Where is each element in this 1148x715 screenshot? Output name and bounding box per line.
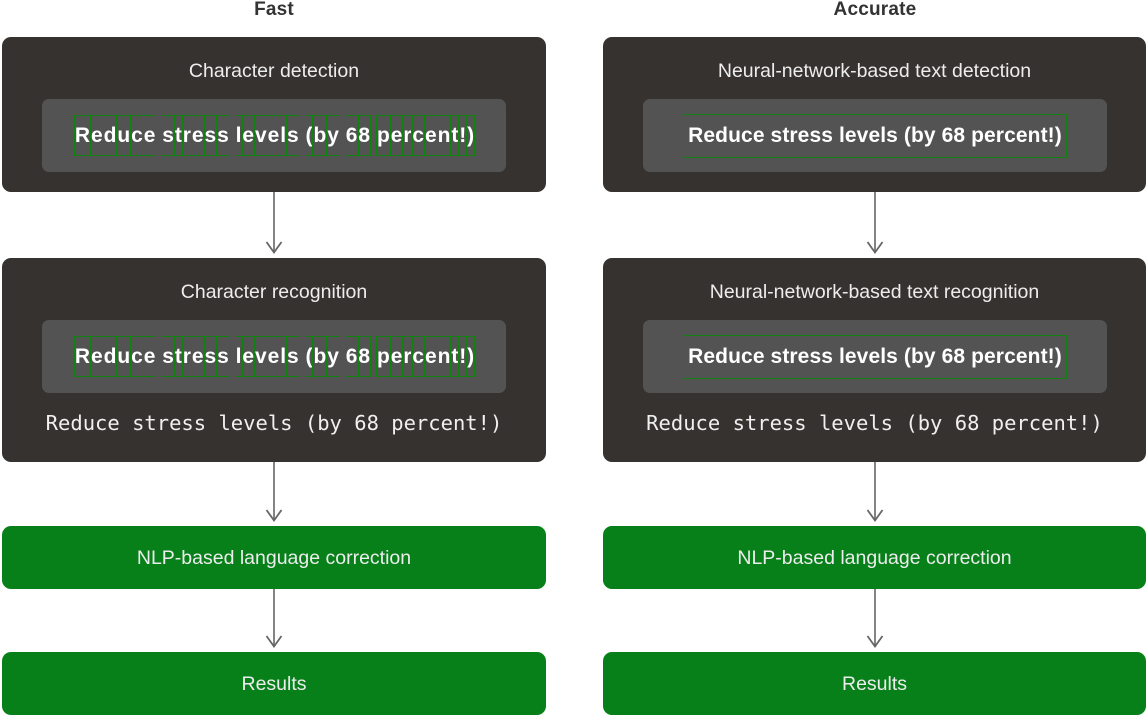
detection-box-char: n [436, 336, 452, 377]
detection-box-char: s [216, 336, 230, 377]
stage-label: NLP-based language correction [136, 546, 412, 569]
detection-box-char: e [142, 115, 157, 156]
stage-text-detection[interactable]: Neural-network-based text detection Redu… [603, 37, 1146, 192]
stage-label: Results [841, 672, 908, 695]
detection-box-char: 8 [357, 336, 372, 377]
detection-box-char: ) [466, 336, 476, 377]
detection-box-char: n [436, 115, 452, 156]
arrow-nlp-to-results [263, 589, 285, 652]
detection-box-char: b [312, 336, 328, 377]
stage-results[interactable]: Results [603, 652, 1146, 715]
image-plate: Reduce stress levels (by 68 percent!) [643, 320, 1107, 393]
recognized-text-output: Reduce stress levels (by 68 percent!) [45, 411, 503, 435]
arrow-recognition-to-nlp [263, 462, 285, 526]
detection-box-char: p [375, 115, 391, 156]
detection-box-char: s [285, 336, 300, 377]
detection-box-char: p [375, 336, 391, 377]
detection-box-char: ) [466, 115, 476, 156]
detection-box-char: d [102, 336, 118, 377]
ocr-detected-text: Reduce stress levels (by 68 percent!) [683, 113, 1067, 158]
ocr-detected-text: Reduce stress levels (by 68 percent!) [683, 334, 1067, 379]
detection-box-char: s [216, 115, 230, 156]
stage-label: NLP-based language correction [737, 546, 1012, 569]
stage-label: Character recognition [180, 281, 368, 303]
stage-label: Results [241, 672, 307, 695]
stage-nlp-language-correction[interactable]: NLP-based language correction [603, 526, 1146, 589]
stage-results[interactable]: Results [2, 652, 546, 715]
stage-label: Neural-network-based text recognition [709, 281, 1040, 303]
detection-box-char: s [285, 115, 300, 156]
stage-label: Character detection [188, 60, 360, 82]
detection-box-char: R [73, 115, 92, 156]
detection-box-char: u [116, 336, 132, 377]
stage-nlp-language-correction[interactable]: NLP-based language correction [2, 526, 546, 589]
detection-box-line: Reduce stress levels (by 68 percent!) [683, 334, 1067, 379]
arrow-detection-to-recognition [263, 192, 285, 258]
stage-label: Neural-network-based text detection [717, 60, 1032, 82]
arrow-nlp-to-results [864, 589, 886, 652]
recognized-text-output: Reduce stress levels (by 68 percent!) [646, 411, 1103, 435]
column-title-accurate: Accurate [833, 0, 917, 20]
arrow-recognition-to-nlp [864, 462, 886, 526]
detection-box-char: y [326, 336, 340, 377]
arrow-detection-to-recognition [864, 192, 886, 258]
detection-box-line: Reduce stress levels (by 68 percent!) [683, 113, 1067, 158]
detection-box-char: y [326, 115, 340, 156]
image-plate: Reduce stress levels (by 68 percent!) [643, 99, 1107, 172]
stage-text-recognition[interactable]: Neural-network-based text recognition Re… [603, 258, 1146, 462]
detection-box-char: R [73, 336, 92, 377]
detection-box-char: 8 [357, 115, 372, 156]
detection-box-char: u [116, 115, 132, 156]
detection-box-char: d [102, 115, 118, 156]
detection-box-char: b [312, 115, 328, 156]
column-title-fast: Fast [254, 0, 294, 20]
detection-box-char: e [142, 336, 157, 377]
